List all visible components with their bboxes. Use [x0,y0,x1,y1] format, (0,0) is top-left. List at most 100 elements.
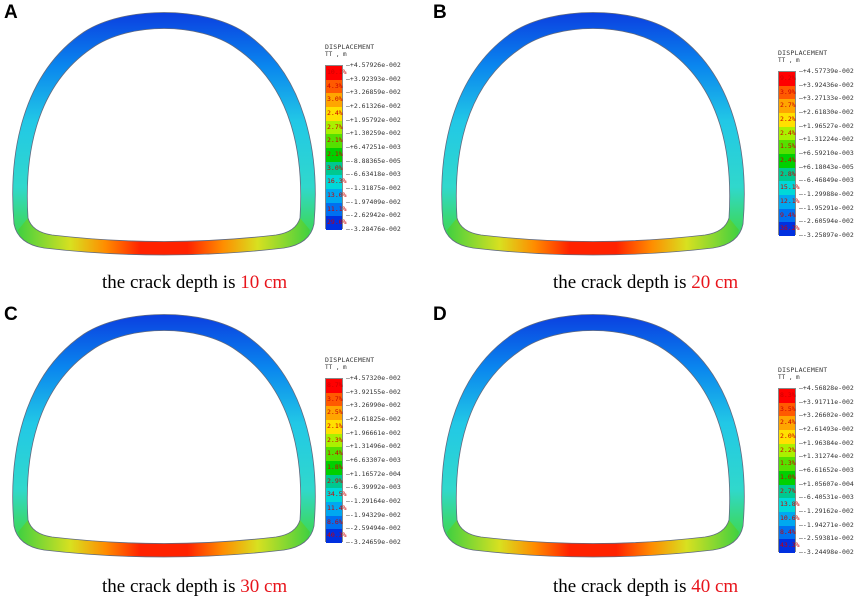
legend-percent: 29.0% [327,218,347,227]
legend-value: —+1.30259e-002 [346,129,401,138]
legend-value: —+2.61326e-002 [346,102,401,110]
tunnel-invert [447,520,739,557]
tunnel-lining [12,314,316,557]
legend-value: —-3.24498e-002 [799,548,854,556]
legend-percent: 11.4% [327,503,347,512]
legend-color-cell [326,447,342,462]
legend-value: —+6.18043e-005 [799,162,854,171]
legend-color-cell [779,208,795,223]
legend-color-cell [779,195,795,210]
legend-color-cell [779,484,795,499]
legend-value: —-8.88365e-005 [346,156,401,165]
legend-value: —-2.59494e-002 [346,524,401,533]
legend-value: —+4.57739e-002 [799,67,854,75]
legend-percent: 10.6% [780,513,800,522]
legend-value: —-3.24659e-002 [346,538,401,546]
legend-value: —-1.95291e-002 [799,203,854,212]
panel-d: D DISPLACEMENT TT , m 8.3%3.5%2.4%2.0%2.… [429,302,858,604]
legend-color-cell [779,443,795,458]
legend-color-cell [779,416,795,431]
legend-value: —-1.97409e-002 [346,197,401,206]
panel-label: A [4,2,18,23]
legend-value: —+3.26859e-002 [346,88,401,97]
legend-color-cell [779,471,795,486]
legend-value: —-2.59381e-002 [799,534,854,543]
legend-value: —+2.61830e-002 [799,108,854,116]
tunnel-inner-edge [26,28,302,242]
legend-percent: 10.1% [327,67,347,76]
legend-value: —+3.26602e-002 [799,411,854,420]
legend-percent: 2.9% [327,476,343,485]
caption-prefix: the crack depth is [553,576,687,597]
legend-percent: 1.8% [327,462,343,471]
legend-value: —-3.25897e-002 [799,231,854,239]
legend-color-cell [779,85,795,100]
legend-value: —+1.96527e-002 [799,121,854,130]
legend-color-cell [326,189,342,204]
legend-value: —+4.56828e-002 [799,384,854,392]
legend-value: —+1.16572e-004 [346,469,401,478]
legend-value: —-1.94329e-002 [346,510,401,519]
legend-color-cell [326,79,342,94]
panel-a: A DISPLACEMENT TT , m 10.1%4.3%3.0%2.4%2… [0,0,429,302]
tunnel-invert [18,520,310,557]
legend-value: —+1.95792e-002 [346,115,401,124]
panel-label: B [433,2,447,23]
legend-value: —-6.39992e-003 [346,483,401,492]
legend-value: —+3.26990e-002 [346,401,401,410]
legend-units: TT , m [325,364,347,371]
legend-percent: 2.1% [327,149,343,158]
legend-percent: 8.4% [780,527,796,536]
legend-percent: 15.1% [780,183,800,192]
legend-value: —+4.57320e-002 [346,374,401,382]
caption: the crack depth is 20 cm [553,272,738,294]
legend-color-cell [326,202,342,217]
legend-value: —-1.31875e-002 [346,184,401,192]
legend-color-cell [779,389,795,404]
legend-percent: 1.4% [327,449,343,458]
legend-value: —+1.31496e-002 [346,442,401,451]
tunnel-contour [12,314,316,558]
legend-value: —+6.47251e-003 [346,143,401,151]
displacement-legend: DISPLACEMENT TT , m 9.2%3.9%2.7%2.2%2.4%… [778,50,858,239]
tunnel-invert [447,218,739,255]
legend-color-bar [778,388,796,554]
legend-color-cell [326,66,342,81]
legend-value: —+6.59210e-003 [799,149,854,157]
legend-percent: 2.4% [780,418,796,427]
tunnel-outer-edge [441,314,745,558]
legend-value: —+1.05607e-004 [799,479,854,488]
legend-percent: 36.2% [780,224,800,233]
legend-value: —-1.29162e-002 [799,507,854,515]
legend-value: —+3.92436e-002 [799,80,854,89]
legend-value: —-2.60594e-002 [799,217,854,226]
legend-color-cell [779,222,795,237]
legend-percent: 13.0% [327,190,347,199]
legend-value: —-1.29164e-002 [346,497,401,505]
legend-color-bar [325,65,343,231]
legend-color-cell [779,498,795,513]
legend-percent: 2.2% [780,445,796,454]
legend-color-cell [779,72,795,87]
legend-percent: 2.1% [327,421,343,430]
legend-percent: 34.5% [327,490,347,499]
legend-percent: 8.6% [327,517,343,526]
legend-percent: 3.5% [780,404,796,413]
legend-color-cell [326,529,342,544]
panel-label: D [433,304,447,325]
legend-color-cell [779,512,795,527]
legend-percent: 9.4% [780,210,796,219]
legend-color-cell [326,379,342,394]
legend-percent: 2.7% [780,486,796,495]
legend-percent: 3.9% [780,87,796,96]
tunnel-inner-edge [455,330,731,544]
legend-value: —+1.96384e-002 [799,438,854,447]
legend-value: —-3.28476e-002 [346,225,401,233]
legend-color-cell [779,99,795,114]
legend-percent: 2.4% [327,108,343,117]
legend-percent: 1.5% [780,142,796,151]
legend-value: —+3.27133e-002 [799,94,854,103]
legend-percent: 3.0% [327,95,343,104]
tunnel-lining [12,12,316,255]
legend-percent: 4.3% [327,81,343,90]
